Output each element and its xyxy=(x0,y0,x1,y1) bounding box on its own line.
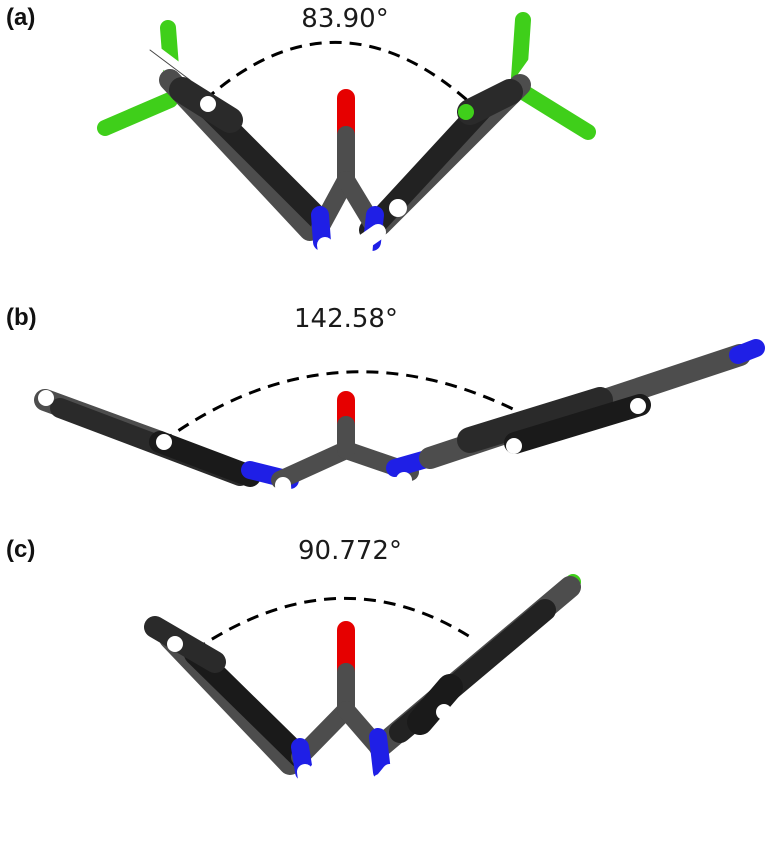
dihedral-arc xyxy=(204,40,480,112)
panel-label-c: (c) xyxy=(6,536,36,563)
panel-label-a: (a) xyxy=(6,4,36,31)
urea-core xyxy=(311,89,386,288)
urea-core xyxy=(241,391,439,523)
angle-label-b: 142.58° xyxy=(294,304,398,334)
dihedral-arc xyxy=(161,370,516,444)
left-ring xyxy=(7,377,261,487)
molecule-c xyxy=(102,552,590,832)
left-ring xyxy=(102,570,311,775)
angle-label-c: 90.772° xyxy=(298,536,402,566)
right-ring xyxy=(369,552,590,758)
right-ring xyxy=(359,12,596,241)
panel-b: (b) 142.58° xyxy=(0,300,770,532)
molecule-a xyxy=(97,12,596,288)
right-ring xyxy=(419,339,765,469)
dihedral-arc xyxy=(194,597,476,652)
panel-label-b: (b) xyxy=(6,304,37,331)
left-ring xyxy=(97,20,331,241)
urea-core xyxy=(291,621,398,832)
angle-label-a: 83.90° xyxy=(301,4,389,34)
panel-c: (c) 90.772° xyxy=(0,532,770,849)
panel-a: (a) 83.90° xyxy=(0,0,770,300)
molecule-b xyxy=(7,339,765,523)
